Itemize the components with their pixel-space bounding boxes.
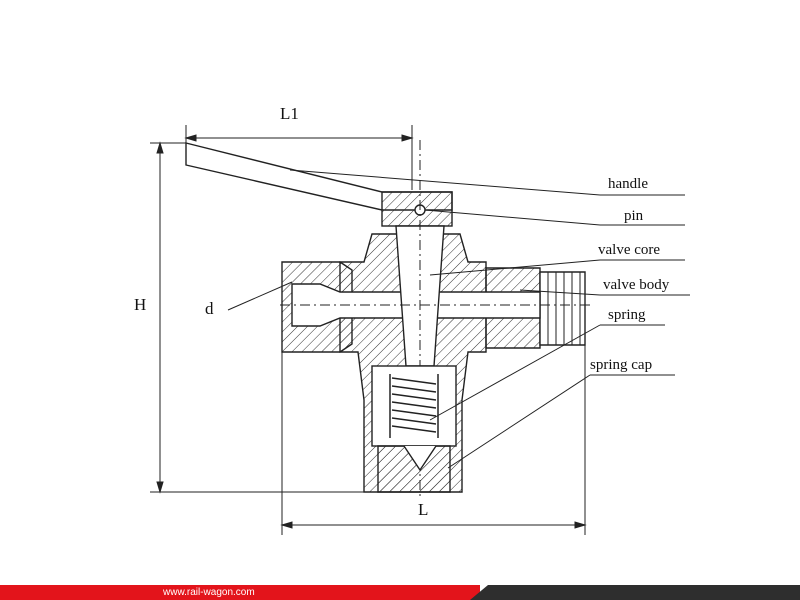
label-valve-body: valve body xyxy=(603,277,670,293)
label-valve-core: valve core xyxy=(598,242,660,258)
right-thread-shape xyxy=(539,271,586,346)
footer-url: www.rail-wagon.com xyxy=(163,587,255,598)
dim-l1-text: L1 xyxy=(280,104,299,123)
footer-red-band xyxy=(0,585,480,600)
label-handle: handle xyxy=(608,176,648,192)
dim-h-lines xyxy=(150,141,364,494)
callout-leaders xyxy=(227,169,690,469)
label-spring: spring xyxy=(608,307,646,323)
footer-dark-band xyxy=(470,585,800,600)
spring-coils xyxy=(389,374,439,438)
footer-bar: www.rail-wagon.com xyxy=(0,585,800,600)
dim-l1-lines xyxy=(184,125,414,190)
label-spring-cap: spring cap xyxy=(590,357,652,373)
label-d: d xyxy=(205,299,214,318)
dim-l-text: L xyxy=(418,500,428,519)
dim-h-text: H xyxy=(134,295,146,314)
dim-l-lines xyxy=(280,345,587,535)
spring-chamber xyxy=(371,365,457,447)
label-pin: pin xyxy=(624,208,644,224)
